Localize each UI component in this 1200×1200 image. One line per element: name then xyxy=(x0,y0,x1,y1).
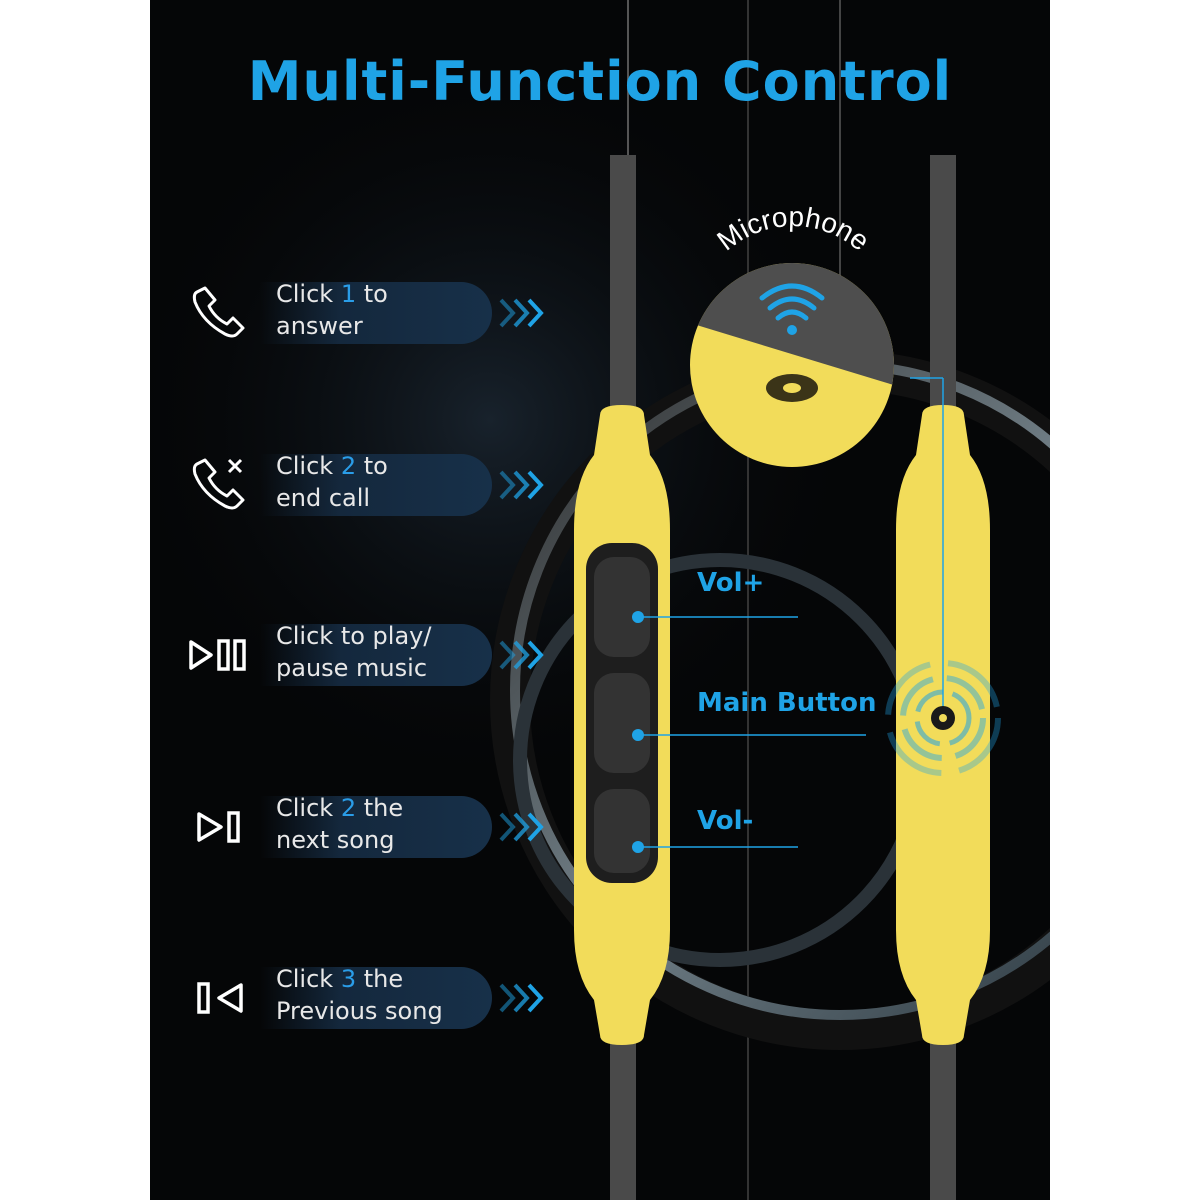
row-click-count: 3 xyxy=(340,965,357,993)
row-text-pre: Click xyxy=(276,965,341,993)
mic-sound-waves xyxy=(885,660,1001,776)
wifi-waves-icon xyxy=(759,283,825,335)
vol-down-label: Vol- xyxy=(697,806,754,836)
play-pause-icon xyxy=(185,622,255,688)
main-button-label: Main Button xyxy=(697,688,877,718)
function-row: Click 2 to end call xyxy=(185,450,544,520)
next-track-icon xyxy=(185,794,255,860)
row-click-count: 2 xyxy=(340,452,357,480)
row-background xyxy=(260,796,492,858)
function-row: Click 1 to answer xyxy=(185,278,544,348)
row-text-post: to xyxy=(356,452,388,480)
row-text-pre: Click xyxy=(276,794,341,822)
row-background xyxy=(260,624,492,686)
function-row: Click to play/pause music xyxy=(185,620,544,690)
chevron-right-icon xyxy=(497,810,547,844)
row-text-line2: end call xyxy=(276,484,371,512)
row-text-post: the xyxy=(356,794,404,822)
chevron-right-icon xyxy=(497,296,547,330)
phone-end-call-icon xyxy=(185,452,255,518)
product-panel: Microphone Multi-Function Control Click … xyxy=(150,0,1050,1200)
row-text-pre: Click xyxy=(276,452,341,480)
vol-down-key xyxy=(594,789,650,873)
row-text: Click 2 to end call xyxy=(276,450,388,514)
row-text: Click to play/pause music xyxy=(276,620,431,684)
row-text-post: the xyxy=(356,965,404,993)
main-key xyxy=(594,673,650,773)
function-row: Click 2 the next song xyxy=(185,792,544,862)
vol-up-key xyxy=(594,557,650,657)
row-click-count: 2 xyxy=(340,794,357,822)
row-background xyxy=(260,967,492,1029)
chevron-right-icon xyxy=(497,468,547,502)
row-click-count: 1 xyxy=(340,280,357,308)
row-text-post: to xyxy=(356,280,388,308)
vol-up-label: Vol+ xyxy=(697,568,765,598)
row-background xyxy=(260,282,492,344)
chevron-right-icon xyxy=(497,638,547,672)
row-text-pre: Click xyxy=(276,280,341,308)
row-text-pre: Click to play/ xyxy=(276,622,432,650)
page-title: Multi-Function Control xyxy=(247,50,953,113)
row-text: Click 1 to answer xyxy=(276,278,388,342)
microphone-zoom xyxy=(690,263,894,467)
row-text: Click 2 the next song xyxy=(276,792,403,856)
row-text-line2: answer xyxy=(276,312,363,340)
row-text-line2: next song xyxy=(276,826,395,854)
row-text-line2: Previous song xyxy=(276,997,443,1025)
chevron-right-icon xyxy=(497,981,547,1015)
row-text-line2: pause music xyxy=(276,654,428,682)
row-background xyxy=(260,454,492,516)
previous-track-icon xyxy=(185,965,255,1031)
phone-icon xyxy=(185,280,255,346)
